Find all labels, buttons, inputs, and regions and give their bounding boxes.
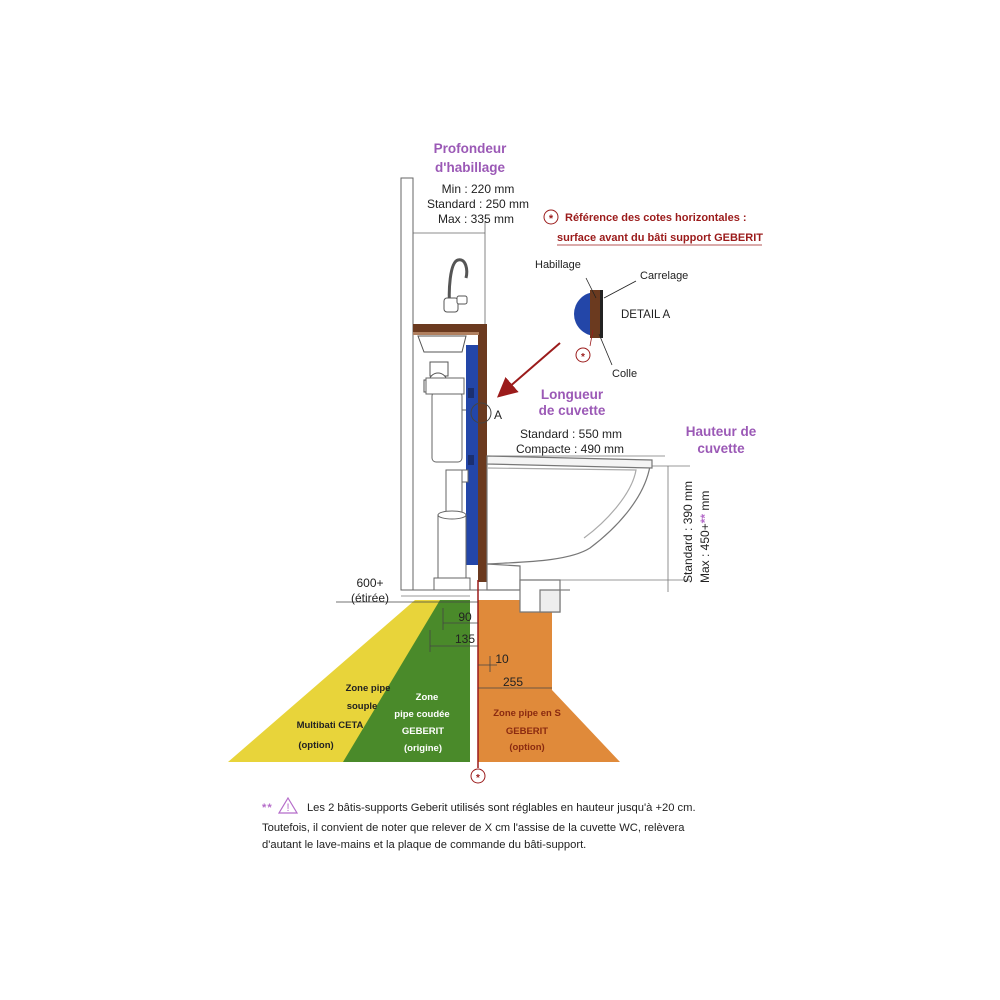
svg-text:GEBERIT: GEBERIT <box>402 726 444 737</box>
bottom-star-icon <box>470 768 486 784</box>
svg-text:souple: souple <box>347 701 378 712</box>
dim-600-note: (étirée) <box>351 591 389 605</box>
height-dimension <box>560 465 690 592</box>
svg-text:Zone: Zone <box>416 692 439 703</box>
svg-text:*: * <box>549 213 554 225</box>
green-zone <box>343 600 470 762</box>
dim-600: 600+ <box>356 576 383 590</box>
svg-text:A: A <box>494 408 502 422</box>
orange-zone <box>478 600 620 762</box>
length-standard: Standard : 550 mm <box>520 427 622 441</box>
reference-star-icon <box>543 209 559 225</box>
green-zone-label: Zone pipe coudée GEBERIT (origine) <box>394 692 449 754</box>
zones <box>228 600 620 762</box>
label-habillage: Habillage <box>535 259 581 271</box>
svg-text:(option): (option) <box>509 742 544 753</box>
reference-arrow <box>496 342 561 398</box>
bottom-star: * <box>476 773 480 784</box>
depth-title-2: d'habillage <box>435 160 505 175</box>
svg-text:(origine): (origine) <box>404 743 442 754</box>
svg-text:Multibati CETA: Multibati CETA <box>297 720 364 731</box>
svg-text:Zone pipe: Zone pipe <box>346 683 391 694</box>
depth-title-1: Profondeur <box>434 141 507 156</box>
footnote-stars: ** <box>262 802 273 814</box>
depth-standard: Standard : 250 mm <box>427 197 529 211</box>
height-standard: Standard : 390 mm <box>681 481 695 583</box>
footnote: ** ! Les 2 bâtis-supports Geberit utilis… <box>262 796 782 854</box>
dim-10: 10 <box>495 652 509 666</box>
depth-max: Max : 335 mm <box>438 212 514 226</box>
dim-90: 90 <box>458 610 472 624</box>
detail-marker: A <box>470 402 502 424</box>
footnote-line-1: ** ! Les 2 bâtis-supports Geberit utilis… <box>262 796 782 820</box>
svg-text:GEBERIT: GEBERIT <box>506 726 548 737</box>
floor-dimensions <box>336 601 552 689</box>
cistern <box>425 377 469 483</box>
height-max: Max : 450+** mm <box>698 491 712 583</box>
cladding <box>413 324 487 582</box>
height-title-2: cuvette <box>697 441 745 456</box>
drain-pipe <box>433 469 471 591</box>
detail-star: * <box>581 352 585 363</box>
reference-line-2: surface avant du bâti support GEBERIT <box>557 232 763 244</box>
svg-text:!: ! <box>286 802 289 814</box>
label-carrelage: Carrelage <box>640 270 688 282</box>
geberit-frame <box>466 345 478 565</box>
detail-title: DETAIL A <box>621 309 671 321</box>
length-title-2: de cuvette <box>539 403 606 418</box>
depth-dimension <box>412 222 486 330</box>
detail-a <box>574 277 637 366</box>
footnote-line-2: Toutefois, il convient de noter que rele… <box>262 822 685 834</box>
dim-255: 255 <box>503 675 523 689</box>
warning-icon: ! <box>277 796 298 820</box>
label-colle: Colle <box>612 368 637 380</box>
depth-min: Min : 220 mm <box>442 182 515 196</box>
svg-text:(option): (option) <box>298 740 333 751</box>
length-compact: Compacte : 490 mm <box>516 442 624 456</box>
orange-zone-label: Zone pipe en S GEBERIT (option) <box>493 708 561 753</box>
svg-text:Zone pipe en S: Zone pipe en S <box>493 708 561 719</box>
reference-line-1: Référence des cotes horizontales : <box>565 212 747 224</box>
svg-text:pipe coudée: pipe coudée <box>394 709 449 720</box>
length-title-1: Longueur <box>541 387 604 402</box>
wall-structure <box>400 177 570 597</box>
yellow-zone-label: Zone pipe souple Multibati CETA (option) <box>297 683 391 751</box>
dim-135: 135 <box>455 632 475 646</box>
height-title-1: Hauteur de <box>686 424 757 439</box>
footnote-line-3: d'autant le lave-mains et la plaque de c… <box>262 839 587 851</box>
wc-bowl <box>486 455 653 613</box>
